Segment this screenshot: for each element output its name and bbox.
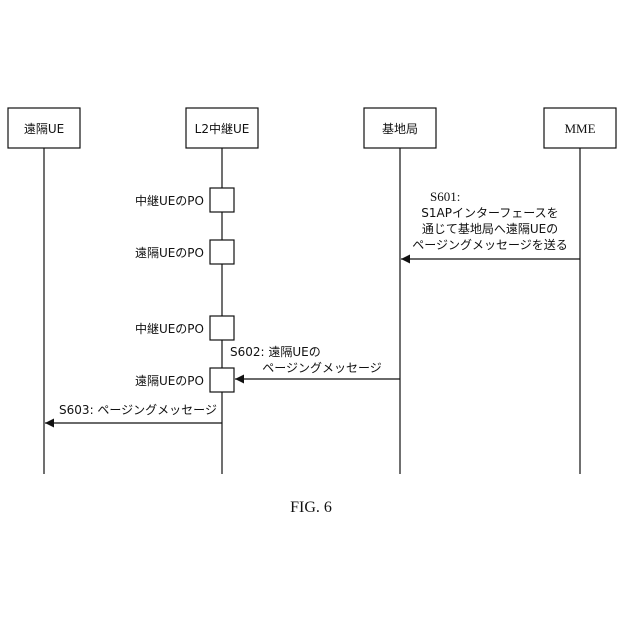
paging-occasion-3: 中継UEのPO [135,316,234,340]
message-s603: S603: ページングメッセージ [45,403,222,423]
entity-label: L2中継UE [195,121,250,136]
po-label: 遠隔UEのPO [135,246,204,260]
message-line: 通じて基地局へ遠隔UEの [422,222,558,236]
entity-enb: 基地局 [364,108,436,148]
message-s602: S602: 遠隔UEの ページングメッセージ [230,345,400,379]
message-step: S601: [430,189,460,204]
po-label: 中継UEのPO [135,321,204,336]
entity-remote-ue: 遠隔UE [8,108,80,148]
message-s601: S601: S1APインターフェースを 通じて基地局へ遠隔UEの ページングメッ… [401,189,580,259]
message-line: ページングメッセージを送る [412,237,568,252]
figure-caption: FIG. 6 [290,499,332,516]
message-step: S603: ページングメッセージ [59,403,217,417]
entity-label: 基地局 [382,122,418,136]
po-label: 中継UEのPO [135,193,204,208]
message-line: S1APインターフェースを [421,206,558,220]
paging-occasion-1: 中継UEのPO [135,188,234,212]
paging-occasion-2: 遠隔UEのPO [135,240,234,264]
po-label: 遠隔UEのPO [135,374,204,388]
paging-occasion-4: 遠隔UEのPO [135,368,234,392]
entity-relay-ue: L2中継UE [186,108,258,148]
message-step: S602: 遠隔UEの [230,345,321,359]
entity-label: MME [564,121,595,136]
entity-label: 遠隔UE [24,122,64,136]
entity-mme: MME [544,108,616,148]
message-line: ページングメッセージ [262,361,382,375]
